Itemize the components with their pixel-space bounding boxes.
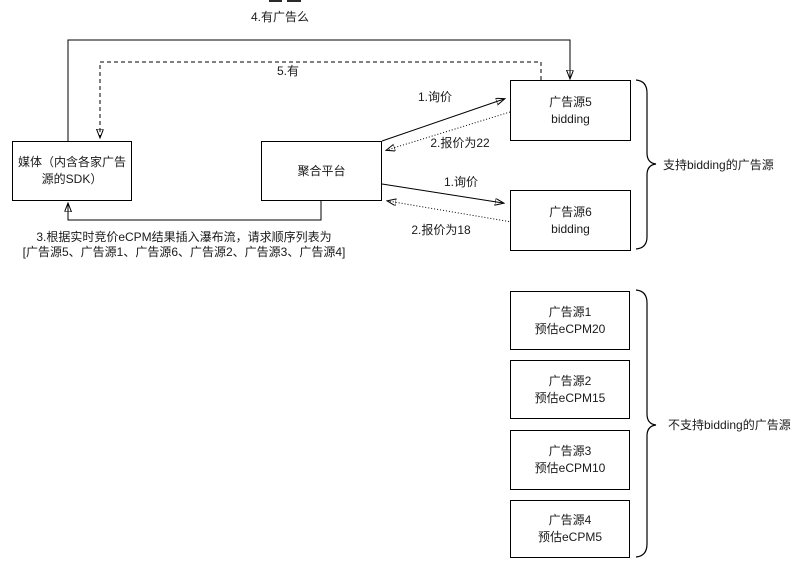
edge-inquiry-5-line xyxy=(381,99,504,142)
node-title: 广告源3 xyxy=(548,444,592,458)
node-ad-source-5: 广告源5 bidding xyxy=(510,80,631,141)
waterfall-note: 3.根据实时竞价eCPM结果插入瀑布流，请求顺序列表为 [广告源5、广告源1、广… xyxy=(4,230,364,260)
node-title: 广告源1 xyxy=(548,304,592,319)
edge-label-have-ad: 5.有 xyxy=(276,64,300,78)
edge-label-inquiry-6: 1.询价 xyxy=(443,175,479,189)
edge-label-bid-6: 2.报价为18 xyxy=(411,223,471,237)
node-ad-source-1: 广告源1 预估eCPM20 xyxy=(510,291,630,350)
node-subtitle: 预估eCPM20 xyxy=(534,321,606,336)
edge-label-bid-5: 2.报价为22 xyxy=(430,136,490,150)
node-subtitle: 预估eCPM15 xyxy=(534,390,606,405)
group-label-bidding-sources: 支持bidding的广告源 xyxy=(663,158,774,172)
node-ad-source-3: 广告源3 预估eCPM10 xyxy=(510,430,630,490)
group-label-waterfall-sources: 不支持bidding的广告源 xyxy=(668,418,791,432)
waterfall-note-line2: [广告源5、广告源1、广告源6、广告源2、广告源3、广告源4] xyxy=(22,245,346,259)
node-subtitle: bidding xyxy=(551,221,590,236)
edge-inquiry-6-line xyxy=(381,183,503,203)
clipped-text-artifact xyxy=(287,0,301,2)
brace-waterfall-sources xyxy=(635,289,657,558)
waterfall-note-line1: 3.根据实时竞价eCPM结果插入瀑布流，请求顺序列表为 xyxy=(36,230,332,244)
node-media: 媒体（内含各家广告源的SDK） xyxy=(12,141,132,201)
node-aggregation-platform: 聚合平台 xyxy=(261,141,382,201)
node-subtitle: 预估eCPM5 xyxy=(537,530,602,544)
edge-label-inquiry-5: 1.询价 xyxy=(417,90,453,104)
edge-label-ask-ad: 4.有广告么 xyxy=(250,10,310,24)
node-title: 广告源2 xyxy=(548,373,592,388)
node-media-label: 媒体（内含各家广告源的SDK） xyxy=(17,155,126,186)
edge-have-ad-line xyxy=(100,61,542,137)
node-ad-source-6: 广告源6 bidding xyxy=(510,190,631,251)
node-title: 广告源6 xyxy=(549,204,592,219)
node-ad-source-2: 广告源2 预估eCPM15 xyxy=(510,360,630,419)
clipped-text-artifact xyxy=(269,0,282,2)
node-title: 广告源5 xyxy=(549,94,592,109)
brace-bidding-sources xyxy=(635,79,657,250)
edge-ask-ad-line xyxy=(67,39,570,141)
node-ad-source-4: 广告源4 预估eCPM5 xyxy=(510,500,630,558)
node-subtitle: bidding xyxy=(551,111,590,126)
node-platform-label: 聚合平台 xyxy=(297,163,346,178)
edge-waterfall-result-line xyxy=(68,201,322,221)
node-subtitle: 预估eCPM10 xyxy=(534,461,606,475)
node-title: 广告源4 xyxy=(548,513,592,527)
edge-bid-6-line xyxy=(388,201,513,223)
edge-bid-5-line xyxy=(387,111,511,150)
